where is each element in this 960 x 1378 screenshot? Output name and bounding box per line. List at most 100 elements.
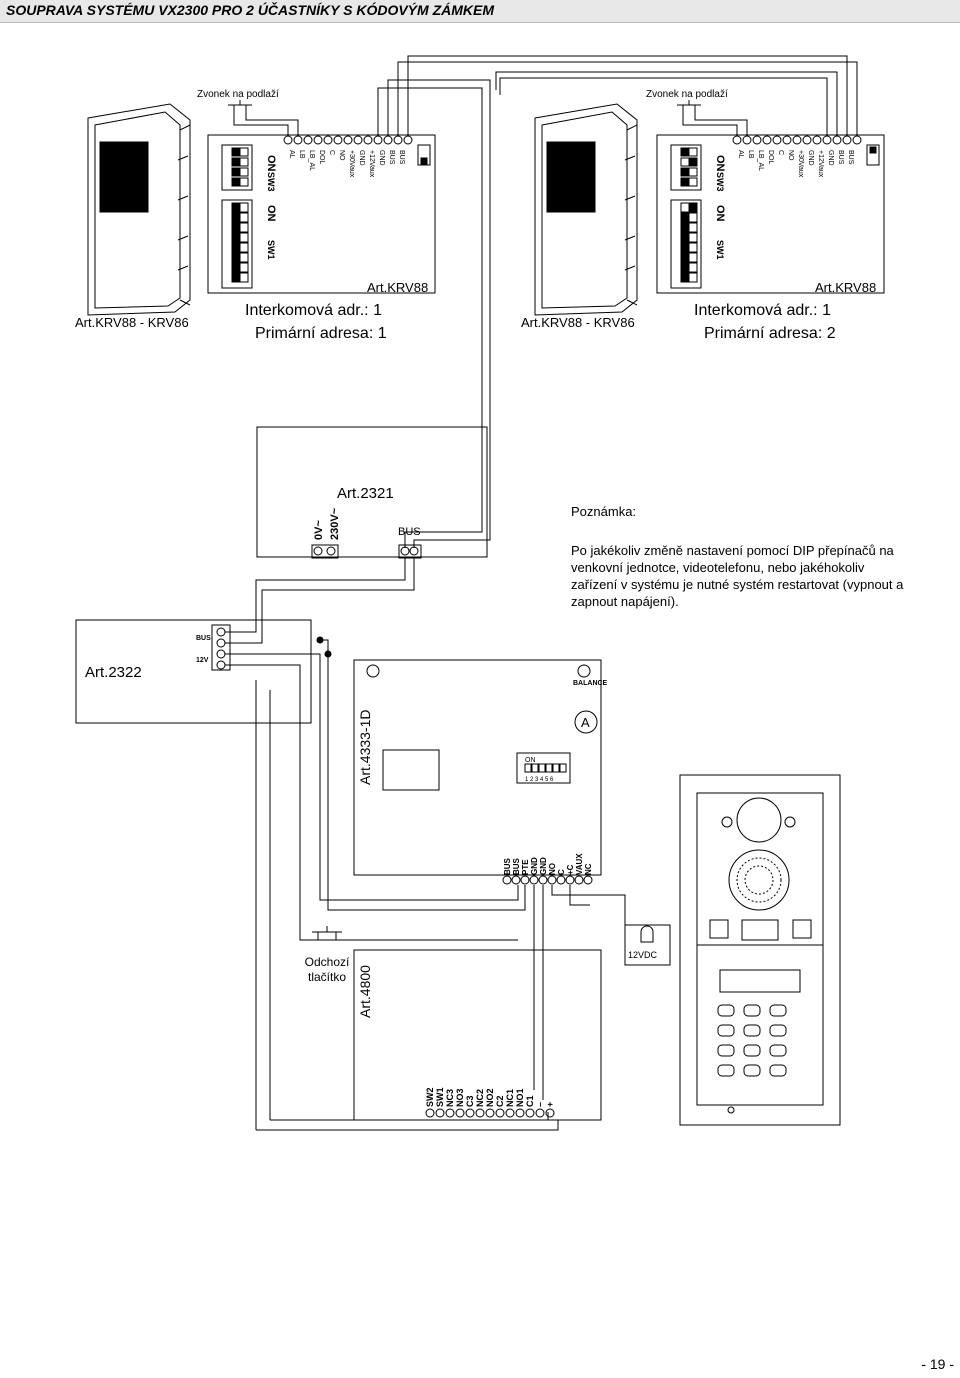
monitor-1-model-label: Art.KRV88 - KRV86	[75, 315, 189, 330]
terminal-label: LB	[747, 150, 754, 159]
monitor-1-intercom-address: Interkomová adr.: 1	[245, 302, 382, 319]
power-supply-label: Art.2321	[337, 485, 394, 502]
balance-pot	[577, 664, 591, 678]
lock-label: 12VDC	[628, 950, 658, 960]
terminal-label: BUS	[512, 857, 521, 875]
monitor-1-art-label: Art.KRV88	[367, 280, 428, 295]
exit-button-label: Odchozí tlačítko	[304, 955, 350, 984]
monitor-1-on-label-2: ON	[265, 205, 277, 222]
note-text: Po jakékoliv změně nastavení pomocí DIP …	[571, 543, 904, 609]
monitor-1-sw1-dip	[221, 199, 253, 289]
controller-display	[382, 749, 440, 791]
art4800-label: Art.4800	[357, 965, 373, 1018]
note-block: Poznámka: Po jakékoliv změně nastavení p…	[571, 503, 911, 610]
outdoor-panel	[679, 774, 841, 1126]
terminal-label: GND	[530, 857, 539, 875]
lock-box	[624, 924, 671, 966]
junction-dot	[316, 636, 324, 644]
page-title: SOUPRAVA SYSTÉMU VX2300 PRO 2 ÚČASTNÍKY …	[6, 2, 495, 18]
terminal-label: NC2	[475, 1089, 485, 1107]
terminal-label: NO	[787, 150, 794, 161]
terminal-label: +12Vaux	[817, 150, 824, 178]
lock-wiring	[551, 885, 626, 950]
monitor-2-sw1-label: SW1	[715, 240, 725, 260]
terminal-label: LB_AL	[757, 150, 764, 171]
terminal-label: LB	[298, 150, 305, 159]
controller-dip-switch	[516, 752, 571, 784]
terminal-label: NC3	[445, 1089, 455, 1107]
terminal-label: DOL	[767, 150, 774, 165]
terminal-label: +12Vaux	[368, 150, 375, 178]
terminal-label: GND	[539, 857, 548, 875]
art4800-terminals	[425, 1108, 555, 1118]
terminal-label: PTE	[521, 859, 530, 875]
terminal-label: NC1	[505, 1089, 515, 1107]
exit-button-symbol	[312, 926, 342, 941]
terminal-label: GND	[807, 150, 814, 166]
terminal-label: +30Vaux	[348, 150, 355, 178]
monitor-2-intercom-address: Interkomová adr.: 1	[694, 302, 831, 319]
art2322-12v: 12V	[196, 657, 209, 664]
monitor-2-board	[656, 134, 885, 294]
monitor-2-doorbell-button	[677, 100, 748, 136]
bus-wiring	[377, 55, 858, 548]
controller-pot	[366, 664, 380, 678]
monitor-2-model-label: Art.KRV88 - KRV86	[521, 315, 635, 330]
terminal-label: C2	[495, 1095, 505, 1107]
power-supply-0v: 0V~	[313, 520, 325, 540]
terminal-label: BUS	[388, 150, 395, 165]
monitor-2-doorbell-label: Zvonek na podlaží	[646, 89, 728, 100]
monitor-2-device	[534, 103, 638, 316]
monitor-1-sw3-label: SW3	[266, 172, 276, 192]
monitor-1-on-label: ON	[265, 155, 277, 172]
monitor-1-doorbell-label: Zvonek na podlaží	[197, 89, 279, 100]
controller-a-marker	[574, 710, 598, 734]
terminal-label: NO	[548, 863, 557, 875]
terminal-label: NC	[584, 863, 593, 875]
note-title: Poznámka:	[571, 504, 637, 519]
monitor-1-primary-address: Primární adresa: 1	[255, 325, 387, 342]
controller-dip-numbers: 1 2 3 4 5 6	[525, 777, 554, 783]
controller-terminals	[502, 875, 593, 885]
art4800-box	[353, 949, 602, 1121]
terminal-label: –	[535, 1102, 545, 1107]
controller-box	[353, 659, 602, 876]
art2322-label: Art.2322	[85, 664, 142, 681]
terminal-label: NO2	[485, 1088, 495, 1107]
controller-label: Art.4333-1D	[357, 710, 373, 785]
terminal-label: BUS	[398, 150, 405, 165]
junction-dot	[324, 650, 332, 658]
page-header: SOUPRAVA SYSTÉMU VX2300 PRO 2 ÚČASTNÍKY …	[0, 0, 960, 23]
monitor-1-board	[207, 134, 436, 294]
terminal-label: C	[557, 869, 566, 875]
monitor-2-sw1-dip	[670, 199, 702, 289]
terminal-label: BUS	[503, 857, 512, 875]
terminal-label: SW2	[425, 1087, 435, 1107]
terminal-label: GND	[358, 150, 365, 166]
terminal-label: AL	[288, 150, 295, 159]
terminal-label: VAUX	[575, 853, 584, 875]
terminal-label: BUS	[837, 150, 844, 165]
controller-dip-on: ON	[525, 757, 536, 764]
terminal-label: SW1	[435, 1087, 445, 1107]
terminal-label: NO3	[455, 1088, 465, 1107]
power-supply-terminals	[311, 544, 422, 559]
controller-a-label: A	[581, 715, 590, 730]
monitor-1-doorbell-button	[228, 100, 299, 136]
terminal-label: C	[777, 150, 784, 155]
monitor-2-art-label: Art.KRV88	[815, 280, 876, 295]
monitor-2-primary-address: Primární adresa: 2	[704, 325, 836, 342]
terminal-label: AL	[737, 150, 744, 159]
power-supply-bus: BUS	[398, 526, 421, 538]
terminal-label: BUS	[847, 150, 854, 165]
terminal-label: DOL	[318, 150, 325, 165]
terminal-label: LB_AL	[308, 150, 315, 171]
power-supply-230v: 230V~	[329, 507, 341, 540]
monitor-2-on-label: ON	[714, 155, 726, 172]
power-wiring	[225, 558, 559, 1131]
monitor-2-sw3-label: SW3	[715, 172, 725, 192]
